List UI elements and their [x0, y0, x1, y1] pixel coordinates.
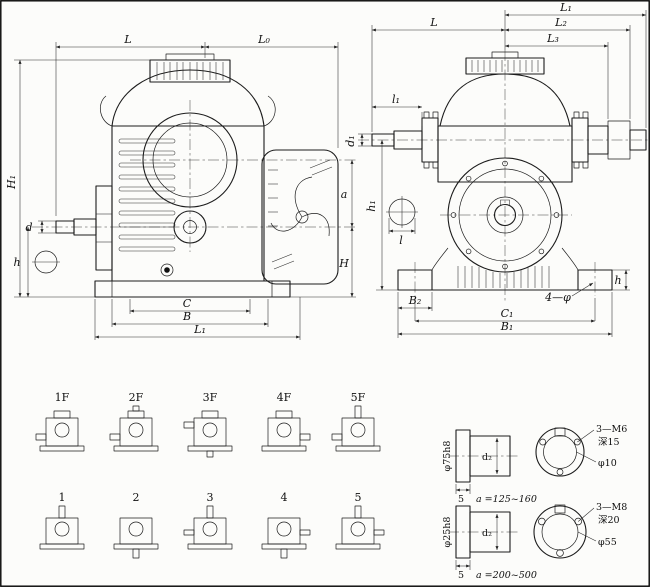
front-centerlines: [358, 50, 648, 302]
side-housing: [111, 125, 265, 282]
upper-range: a =125~160: [476, 494, 537, 505]
lower-thread-label: 3—M8: [596, 502, 627, 513]
lower-range: a =200~500: [476, 570, 537, 581]
dim-L3: L₃: [546, 32, 559, 45]
shaft-detail-lower: φ25h8 d₂ 5 a =200~500 3—M8 深20 φ55: [442, 502, 627, 581]
side-base: [94, 280, 291, 298]
lower-end-face-circle: [533, 505, 587, 559]
front-dimensions: L₁ L L₂ L₃ l₁ d₁ h₁ l: [344, 1, 647, 338]
variant-icon-3: [183, 505, 233, 550]
upper-keyway: [554, 427, 566, 437]
shaft-end-details: φ75h8 d₂ 5 a =125~160 3—M6 深15 φ10 φ25h8: [442, 424, 627, 581]
dim-H1: H₁: [5, 175, 18, 190]
dim-B1: B₁: [500, 320, 514, 333]
fan-hub: [295, 210, 309, 224]
dim-h-side: h: [13, 256, 20, 269]
variant-label-5: 5: [355, 491, 362, 504]
variant-icon-2f: [109, 405, 159, 452]
variant-icon-5f: [331, 405, 381, 452]
variant-label-2f: 2F: [129, 391, 144, 404]
side-body: [32, 53, 339, 298]
variant-label-1: 1: [59, 491, 66, 504]
shaft-detail-upper: φ75h8 d₂ 5 a =125~160 3—M6 深15 φ10: [442, 424, 627, 505]
dim-d1: d₁: [344, 135, 357, 146]
side-dimensions: H₁ L L₀ d h a H C: [5, 33, 356, 340]
worm-end-cover-circle: [173, 210, 207, 244]
dim-L-front: L: [429, 16, 437, 29]
wheel-cover-circle: [447, 157, 563, 273]
variant-icon-3f: [183, 410, 233, 458]
lower-bore-label: φ25h8: [442, 517, 453, 548]
upper-pilot-label: φ10: [598, 458, 617, 469]
cooling-fins: [118, 138, 176, 252]
variant-label-2: 2: [133, 491, 140, 504]
variant-icon-1f: [35, 410, 85, 452]
variant-icon-4: [261, 517, 311, 559]
variant-label-3: 3: [207, 491, 214, 504]
lower-depth-label: 深20: [598, 515, 620, 526]
dim-d: d: [25, 221, 32, 234]
variant-icon-1: [39, 505, 85, 550]
side-centerlines: [32, 100, 356, 252]
lower-keyway: [554, 504, 566, 514]
dim-L1-side: L₁: [193, 323, 206, 336]
dim-L: L: [123, 33, 131, 46]
lower-pilot-label: φ55: [598, 537, 617, 548]
dim-l1: l₁: [392, 93, 400, 106]
dim-L1-front: L₁: [559, 1, 572, 14]
cap-ribs: [156, 62, 224, 80]
mounting-variants: 1F 2F 3F 4F 5F 1 2 3 4 5: [35, 391, 385, 559]
fan-shroud: [261, 149, 339, 285]
lower-hub: [469, 511, 511, 553]
upper-depth-label: 深15: [598, 437, 620, 448]
dim-l: l: [399, 234, 403, 247]
output-shaft-stub: [629, 129, 647, 151]
variant-icon-4f: [261, 410, 311, 452]
output-bore: [493, 203, 517, 227]
upper-step-dim: 5: [458, 494, 464, 505]
variant-icon-2: [113, 517, 159, 559]
variant-label-5f: 5F: [351, 391, 366, 404]
right-foot: [577, 269, 613, 291]
upper-bore-label: φ75h8: [442, 441, 453, 472]
cover-bolts: [450, 160, 560, 270]
side-view: H₁ L L₀ d h a H C: [5, 33, 356, 340]
variant-label-1f: 1F: [55, 391, 70, 404]
dim-h-front: h: [614, 274, 621, 287]
dim-B2: B₂: [408, 294, 422, 307]
output-keyway: [500, 199, 510, 205]
input-shaft-end: [55, 220, 75, 234]
variant-icon-5: [335, 505, 385, 550]
dim-C1: C₁: [501, 307, 514, 320]
dim-L2: L₂: [554, 16, 567, 29]
drain-plug: [160, 263, 174, 277]
variant-label-4: 4: [281, 491, 288, 504]
upper-hub: [469, 435, 511, 477]
lower-hub-dim: d₂: [482, 528, 492, 539]
left-foot: [397, 269, 433, 291]
front-body: [371, 51, 647, 291]
upper-thread-label: 3—M6: [596, 424, 627, 435]
input-flange: [95, 185, 113, 271]
front-view: L₁ L L₂ L₃ l₁ d₁ h₁ l: [344, 1, 648, 338]
callout-foot-holes: 4—φ: [544, 291, 571, 304]
variant-label-3f: 3F: [203, 391, 218, 404]
dim-H: H: [338, 257, 349, 270]
dim-B: B: [182, 310, 191, 323]
lower-ribs: [457, 266, 550, 288]
dim-a: a: [341, 188, 348, 201]
dim-h1: h₁: [365, 200, 378, 212]
upper-hub-dim: d₂: [482, 452, 492, 463]
front-cap-ribs: [471, 60, 539, 72]
dim-C: C: [183, 297, 192, 310]
dim-L0: L₀: [257, 33, 270, 46]
housing-dome: [111, 69, 265, 127]
variant-label-4f: 4F: [277, 391, 292, 404]
lower-step-dim: 5: [458, 570, 464, 581]
front-dome: [439, 73, 571, 127]
wheel-bearing-housing-circle: [142, 112, 238, 208]
